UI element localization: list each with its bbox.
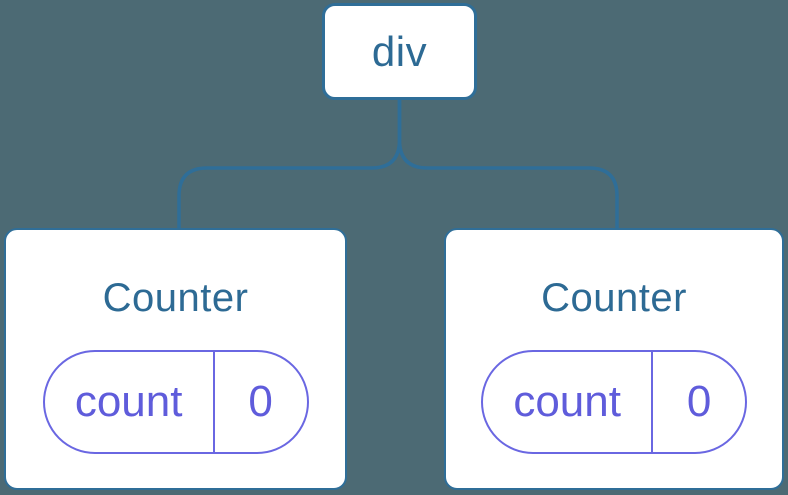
state-value-cell: 0 xyxy=(215,352,307,452)
state-key-cell: count xyxy=(45,352,215,452)
state-pill: count 0 xyxy=(481,350,747,454)
state-key: count xyxy=(74,377,183,426)
state-value: 0 xyxy=(248,377,273,426)
state-key-cell: count xyxy=(483,352,654,452)
root-node-label: div xyxy=(371,27,428,75)
state-value-cell: 0 xyxy=(653,352,745,452)
state-value: 0 xyxy=(686,377,712,426)
counter-title: Counter xyxy=(102,276,249,320)
counter-node-right: Counter count 0 xyxy=(444,228,784,490)
connector-right-branch xyxy=(397,100,619,230)
counter-node-left: Counter count 0 xyxy=(4,228,347,490)
state-key: count xyxy=(513,377,621,426)
root-node: div xyxy=(322,3,477,100)
connector-left-branch xyxy=(177,100,402,230)
counter-title: Counter xyxy=(541,276,687,320)
state-pill: count 0 xyxy=(42,350,309,454)
